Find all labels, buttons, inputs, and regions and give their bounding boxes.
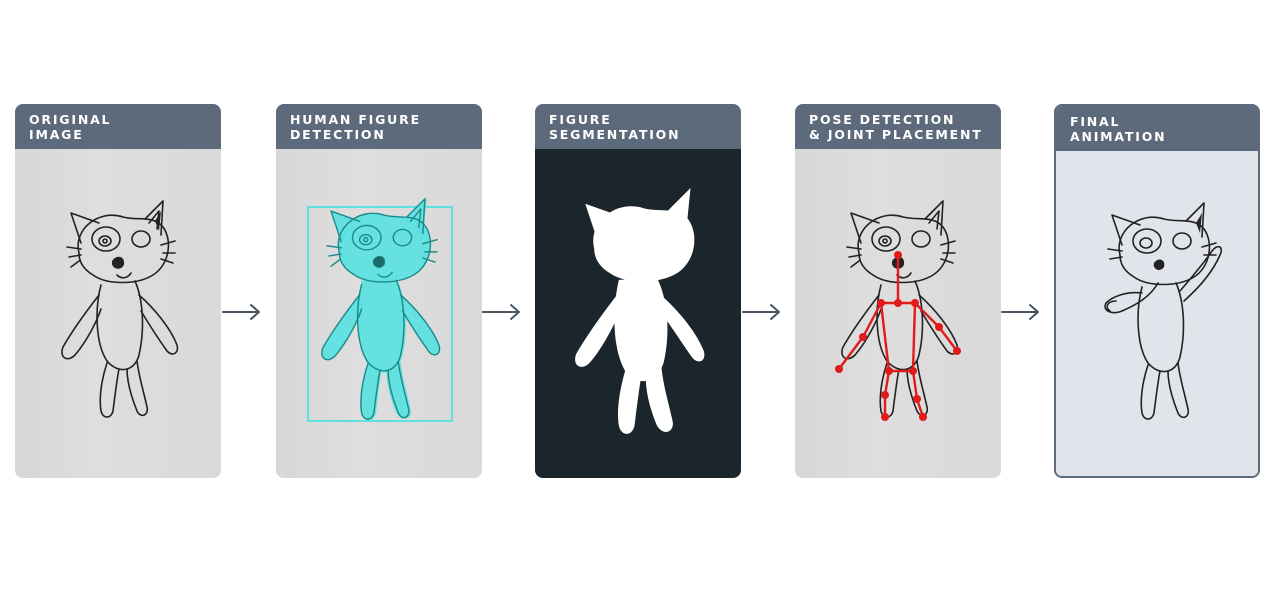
pose-cat-drawing [835, 200, 961, 421]
panel-body [795, 149, 1001, 478]
animated-cat-drawing [1104, 202, 1223, 420]
detected-cat-drawing [307, 196, 453, 422]
panel-figure-segmentation: FIGURE SEGMENTATION [535, 104, 741, 478]
panel-original-image: ORIGINAL IMAGE [15, 104, 221, 478]
panel-header: FIGURE SEGMENTATION [535, 104, 741, 149]
skeleton [837, 253, 959, 419]
panel-header: ORIGINAL IMAGE [15, 104, 221, 149]
header-line-2: DETECTION [290, 127, 386, 142]
header-line-1: ORIGINAL [29, 112, 112, 127]
panel-header: FINAL ANIMATION [1056, 106, 1258, 151]
arrow-right-icon [222, 304, 260, 320]
joints [835, 251, 961, 421]
header-line-1: POSE DETECTION [809, 112, 956, 127]
panel-body [15, 149, 221, 478]
cat-drawing [61, 200, 179, 418]
panel-body [1056, 151, 1258, 476]
panel-body [276, 149, 482, 478]
segmentation-mask [575, 188, 705, 434]
bounding-box [307, 206, 453, 422]
header-line-1: HUMAN FIGURE [290, 112, 421, 127]
arrow-right-icon [742, 304, 780, 320]
panel-pose-detection: POSE DETECTION & JOINT PLACEMENT [795, 104, 1001, 478]
arrow-right-icon [482, 304, 520, 320]
panel-header: POSE DETECTION & JOINT PLACEMENT [795, 104, 1001, 149]
header-line-2: ANIMATION [1070, 129, 1167, 144]
panel-human-figure-detection: HUMAN FIGURE DETECTION [276, 104, 482, 478]
header-line-1: FINAL [1070, 114, 1121, 129]
panel-final-animation: FINAL ANIMATION [1054, 104, 1260, 478]
panel-body [535, 149, 741, 478]
figure-mask [321, 196, 440, 421]
arrow-right-icon [1001, 304, 1039, 320]
header-line-2: & JOINT PLACEMENT [809, 127, 983, 142]
header-line-2: SEGMENTATION [549, 127, 681, 142]
header-line-1: FIGURE [549, 112, 612, 127]
header-line-2: IMAGE [29, 127, 84, 142]
panel-header: HUMAN FIGURE DETECTION [276, 104, 482, 149]
